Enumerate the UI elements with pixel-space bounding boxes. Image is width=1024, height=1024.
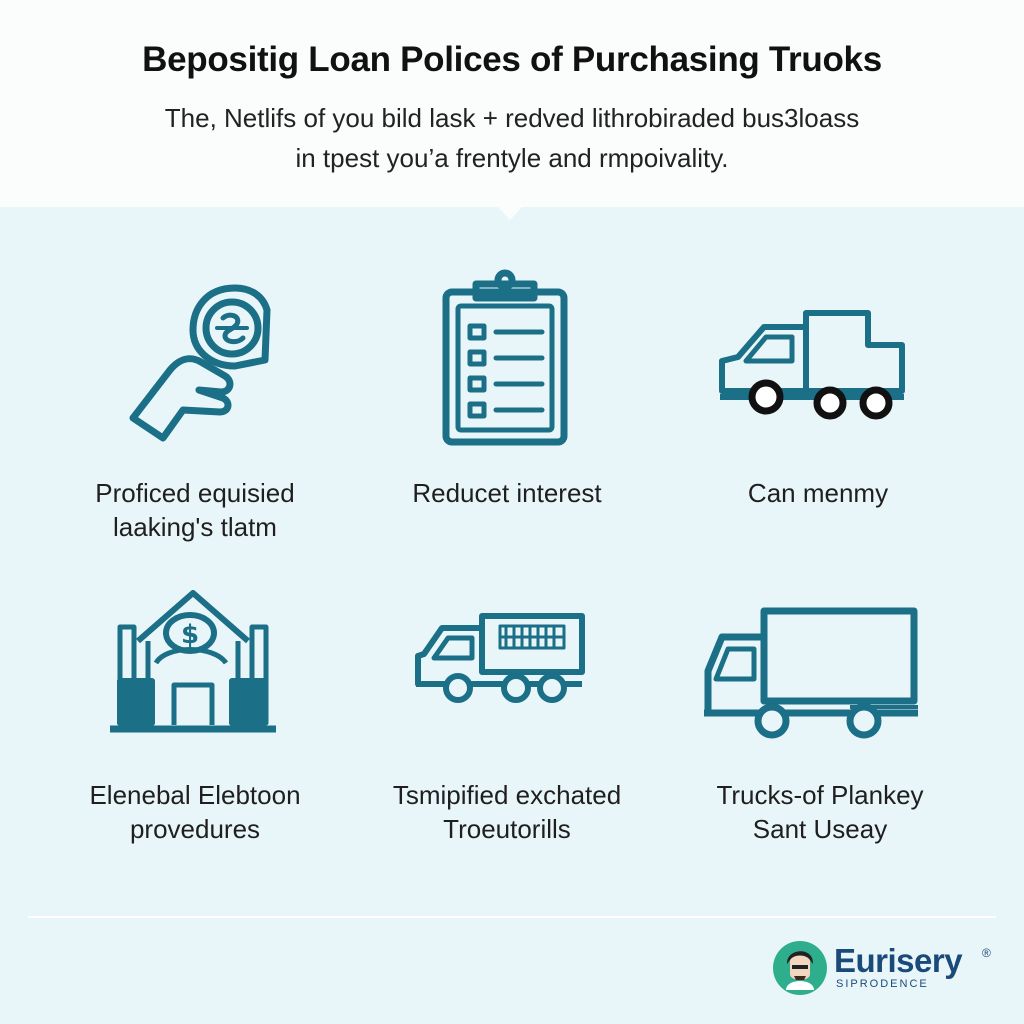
brand-name: Eurisery — [834, 942, 963, 979]
feature-5-line-2: Troeutorills — [443, 814, 571, 844]
feature-label-2: Reducet interest — [347, 476, 667, 510]
subtitle-line-2: in tpest you’a frentyle and rmpoivality. — [295, 143, 729, 173]
feature-label-5: Tsmipified exchated Troeutorills — [347, 778, 667, 846]
delivery-truck-icon — [719, 310, 905, 420]
page-title: Bepositig Loan Polices of Purchasing Tru… — [142, 40, 882, 79]
feature-2-line-1: Reducet interest — [412, 478, 602, 508]
avatar-icon — [773, 941, 827, 995]
header: Bepositig Loan Polices of Purchasing Tru… — [0, 0, 1024, 207]
box-truck-icon — [704, 607, 918, 739]
feature-3-line-1: Can menmy — [747, 478, 889, 508]
cargo-truck-icon — [415, 613, 585, 703]
svg-text:$: $ — [181, 620, 199, 650]
feature-label-3: Can menmy — [658, 476, 978, 510]
brand-tagline: SIPRODENCE — [836, 978, 929, 990]
feature-6-line-1: Trucks-of Plankey — [716, 780, 924, 810]
feature-label-6: Trucks-of Plankey Sant Useay — [660, 778, 980, 846]
page-subtitle: The, Netlifs of you bild lask + redved l… — [0, 98, 1024, 178]
feature-5-line-1: Tsmipified exchated — [392, 780, 622, 810]
bank-building-icon: $ — [110, 590, 276, 733]
header-pointer — [490, 198, 530, 220]
feature-4-line-2: provedures — [129, 814, 261, 844]
feature-4-line-1: Elenebal Elebtoon — [89, 780, 301, 810]
footer-divider — [28, 916, 996, 918]
feature-label-1: Proficed equisied laaking's tlatm — [35, 476, 355, 544]
feature-1-line-2: laaking's tlatm — [113, 512, 277, 542]
feature-1-line-1: Proficed equisied — [95, 478, 295, 508]
feature-label-4: Elenebal Elebtoon provedures — [35, 778, 355, 846]
subtitle-line-1: The, Netlifs of you bild lask + redved l… — [164, 103, 860, 133]
hand-coin-icon — [129, 284, 271, 442]
clipboard-checklist-icon — [442, 269, 568, 446]
registered-mark: ® — [982, 946, 991, 960]
feature-6-line-2: Sant Useay — [752, 814, 888, 844]
brand-logo: Eurisery ® SIPRODENCE — [772, 940, 992, 996]
